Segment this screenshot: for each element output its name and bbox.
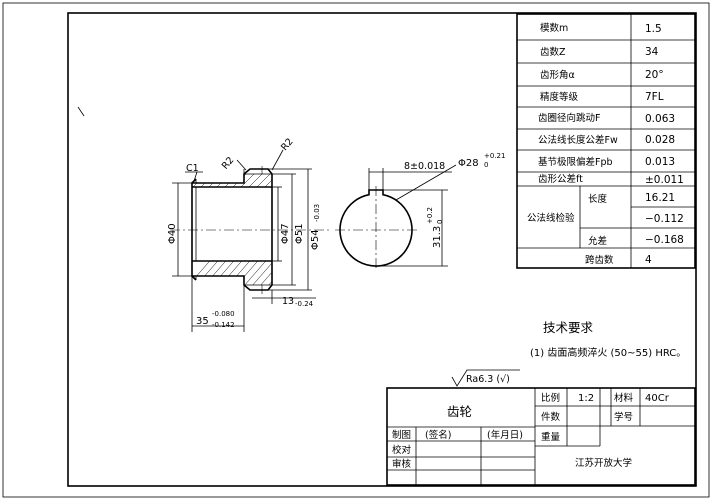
signature-label: (签名) bbox=[425, 429, 451, 441]
draw-label: 制图 bbox=[392, 429, 411, 441]
title-block: 齿轮 比例 1:2 材料 40Cr 件数 学号 重量 制图 (签名) (年月日)… bbox=[386, 387, 696, 486]
param-label-runout: 齿圈径向跳动F bbox=[538, 112, 600, 124]
fillet-r2-right: R2 bbox=[279, 136, 296, 153]
param-label-teeth: 齿数Z bbox=[540, 46, 566, 58]
dim-bore-upper: +0.21 bbox=[484, 152, 505, 160]
school-name: 江苏开放大学 bbox=[575, 457, 632, 469]
scale-label: 比例 bbox=[541, 392, 560, 404]
tech-requirements-title: 技术要求 bbox=[543, 320, 594, 335]
part-name: 齿轮 bbox=[447, 404, 472, 419]
param-label-pressure-angle: 齿形角α bbox=[540, 69, 575, 81]
param-value-pressure-angle: 20° bbox=[645, 69, 664, 81]
param-label-accuracy: 精度等级 bbox=[540, 91, 579, 103]
chamfer-c1: C1 bbox=[186, 163, 199, 174]
length-upper-deviation: −0.112 bbox=[645, 213, 684, 225]
stray-mark bbox=[77, 106, 85, 117]
dim-d54-tolerance: -0.03 bbox=[313, 204, 321, 222]
bore-keyway-view: 8±0.018 Φ28 +0.21 0 31.3 +0.2 0 bbox=[335, 152, 505, 270]
dim-length-35-upper: -0.080 bbox=[212, 310, 235, 318]
scale-value: 1:2 bbox=[578, 393, 594, 404]
dim-bore: Φ28 bbox=[458, 158, 479, 169]
material-value: 40Cr bbox=[645, 393, 670, 404]
dim-key-height-upper: +0.2 bbox=[426, 207, 434, 224]
dim-key-height: 31.3 bbox=[432, 226, 443, 248]
param-value-ft: ±0.011 bbox=[645, 174, 684, 186]
dim-key-width: 8±0.018 bbox=[404, 161, 445, 172]
param-label-ft: 齿形公差ft bbox=[538, 173, 583, 185]
param-value-runout: 0.063 bbox=[645, 113, 675, 125]
material-label: 材料 bbox=[614, 392, 634, 404]
span-teeth-value: 4 bbox=[645, 254, 652, 266]
fillet-r2-left: R2 bbox=[220, 155, 237, 172]
length-value: 16.21 bbox=[645, 192, 675, 204]
length-label: 长度 bbox=[588, 193, 608, 205]
dim-length-35: 35 bbox=[196, 316, 209, 327]
dim-d51: Φ51 bbox=[294, 223, 305, 244]
drawing-frame bbox=[67, 12, 697, 487]
weight-label: 重量 bbox=[541, 431, 561, 443]
roughness-text: Ra6.3 (√) bbox=[466, 374, 510, 385]
param-value-teeth: 34 bbox=[645, 46, 659, 58]
length-lower-deviation: −0.168 bbox=[645, 234, 684, 246]
tolerance-label: 允差 bbox=[588, 235, 607, 247]
dim-d47: Φ47 bbox=[280, 223, 291, 244]
param-label-module: 模数m bbox=[540, 22, 568, 34]
dim-key-height-lower: 0 bbox=[436, 220, 444, 224]
param-label-fw: 公法线长度公差Fw bbox=[538, 134, 618, 146]
dim-d54: Φ54 bbox=[310, 229, 321, 250]
gear-parameter-table: 模数m 1.5 齿数Z 34 齿形角α 20° 精度等级 7FL 齿圈径向跳动F… bbox=[516, 13, 696, 269]
dim-length-13-tolerance: -0.24 bbox=[295, 300, 314, 308]
param-value-fpb: 0.013 bbox=[645, 156, 675, 168]
check-label: 校对 bbox=[392, 444, 412, 456]
common-normal-label: 公法线检验 bbox=[527, 212, 575, 224]
param-label-fpb: 基节极限偏差Fpb bbox=[538, 156, 613, 168]
date-label: (年月日) bbox=[487, 429, 523, 441]
span-teeth-label: 跨齿数 bbox=[585, 254, 614, 266]
dim-length-13: 13 bbox=[282, 296, 294, 307]
param-value-accuracy: 7FL bbox=[645, 91, 664, 103]
dim-length-35-lower: -0.142 bbox=[212, 321, 235, 329]
param-value-module: 1.5 bbox=[645, 23, 662, 35]
gear-sectional-view: C1 R2 R2 Φ40 Φ47 Φ51 Φ54 -0.03 13 -0.24 bbox=[167, 136, 330, 332]
student-no-label: 学号 bbox=[614, 411, 633, 423]
dim-d40: Φ40 bbox=[167, 223, 178, 244]
param-value-fw: 0.028 bbox=[645, 134, 675, 146]
quantity-label: 件数 bbox=[541, 411, 561, 423]
tech-requirement-1: (1) 齿面高频淬火 (50~55) HRC。 bbox=[530, 346, 686, 359]
dim-bore-lower: 0 bbox=[484, 161, 488, 169]
roughness-symbol: Ra6.3 (√) bbox=[451, 369, 520, 387]
review-label: 审核 bbox=[392, 458, 412, 470]
